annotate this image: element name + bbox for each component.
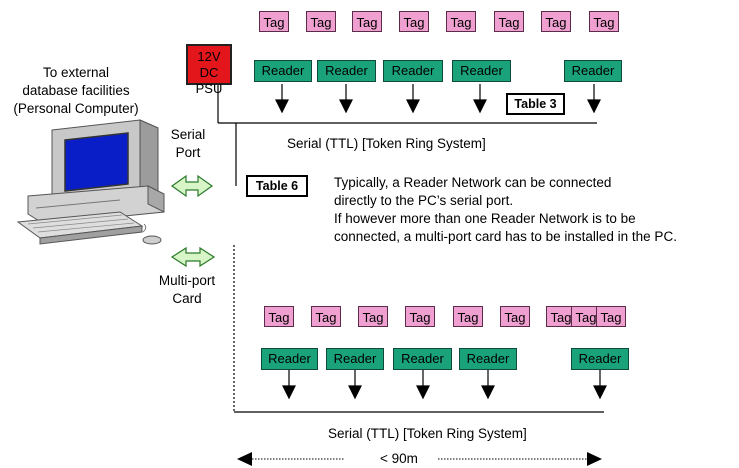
- top-reader: Reader: [564, 60, 622, 82]
- top-reader: Reader: [254, 60, 312, 82]
- serial-port-double-arrow: [170, 174, 214, 198]
- pc-label-line3: (Personal Computer): [13, 101, 139, 116]
- pc-label-line1: To external: [42, 65, 110, 80]
- distance-label: < 90m: [380, 451, 418, 466]
- multiport-double-arrow: [170, 246, 216, 268]
- bottom-reader: Reader: [393, 348, 452, 370]
- bottom-tag: Tag: [311, 306, 341, 327]
- top-tag: Tag: [589, 11, 619, 32]
- note-line4: connected, a multi-port card has to be i…: [334, 229, 677, 244]
- bottom-tag: Tag: [358, 306, 388, 327]
- top-tag: Tag: [399, 11, 429, 32]
- top-tag: Tag: [352, 11, 382, 32]
- top-tag: Tag: [306, 11, 336, 32]
- top-reader: Reader: [383, 60, 443, 82]
- bottom-tag: Tag: [264, 306, 294, 327]
- pc-label-line2: database facilities: [22, 83, 130, 98]
- bottom-reader-arrows: [282, 370, 607, 400]
- bottom-tag: Tag: [500, 306, 530, 327]
- note-line3: If however more than one Reader Network …: [334, 211, 636, 226]
- serial-port-line2: Port: [175, 145, 201, 160]
- multiport-line1: Multi-port: [158, 273, 216, 288]
- top-tag: Tag: [259, 11, 289, 32]
- psu-line1: 12V DC: [197, 49, 221, 80]
- top-tag: Tag: [446, 11, 476, 32]
- bottom-tag: Tag: [453, 306, 483, 327]
- top-bus-label: Serial (TTL) [Token Ring System]: [287, 136, 486, 151]
- distance-arrow: [237, 452, 602, 466]
- note-line1: Typically, a Reader Network can be conne…: [334, 175, 612, 190]
- personal-computer-icon: [16, 119, 165, 245]
- top-tag: Tag: [541, 11, 571, 32]
- multiport-line2: Card: [172, 291, 202, 306]
- bottom-reader: Reader: [571, 348, 629, 370]
- pc-label: To external database facilities (Persona…: [1, 64, 151, 118]
- top-reader: Reader: [317, 60, 376, 82]
- bottom-reader: Reader: [459, 348, 517, 370]
- explanatory-note: Typically, a Reader Network can be conne…: [334, 174, 677, 246]
- bottom-reader: Reader: [261, 348, 318, 370]
- table-3-label: Table 3: [506, 93, 565, 115]
- psu-line2: PSU: [195, 81, 223, 96]
- serial-port-label: Serial Port: [158, 126, 218, 162]
- top-reader: Reader: [452, 60, 511, 82]
- psu-box: 12V DC PSU: [186, 44, 232, 96]
- note-line2: directly to the PC’s serial port.: [334, 193, 514, 208]
- bottom-tag: Tag: [571, 306, 601, 327]
- multiport-label: Multi-port Card: [152, 272, 222, 308]
- serial-port-line1: Serial: [170, 127, 206, 142]
- top-tag: Tag: [494, 11, 524, 32]
- bottom-reader: Reader: [326, 348, 384, 370]
- top-reader-arrows: [275, 84, 601, 114]
- bottom-bus-label: Serial (TTL) [Token Ring System]: [328, 426, 527, 441]
- bottom-tag: Tag: [596, 306, 626, 327]
- table-6-label: Table 6: [246, 175, 308, 197]
- bottom-tag: Tag: [405, 306, 435, 327]
